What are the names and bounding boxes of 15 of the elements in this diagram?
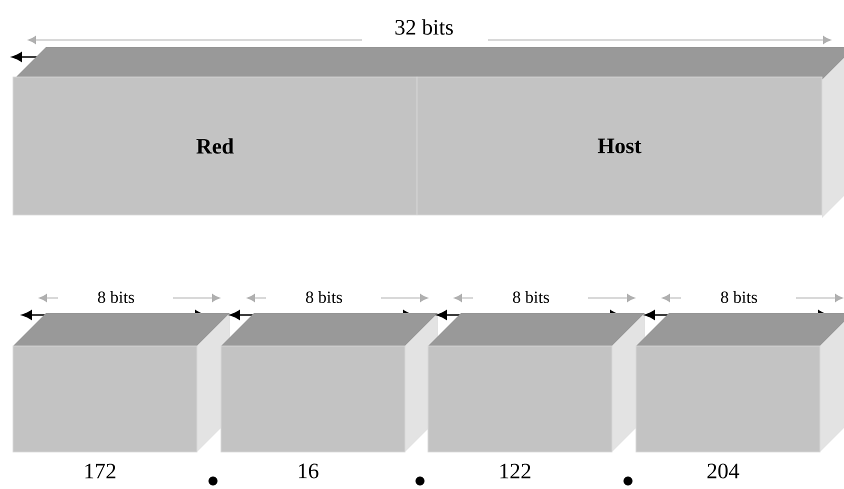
field-box: Red — [12, 76, 418, 216]
box-drawing — [12, 313, 230, 452]
octet-value: 16 — [298, 464, 318, 478]
octet-value: 172 — [85, 464, 116, 478]
box-drawing — [220, 313, 438, 452]
octet-value: 204 — [707, 464, 740, 478]
dimension-label: 8 bits — [96, 290, 136, 304]
dimension-label: 8 bits — [719, 290, 759, 304]
dimension-label: 8 bits — [304, 290, 344, 304]
octet-value: 122 — [500, 464, 530, 478]
field-box: Host — [416, 76, 822, 216]
box-drawing — [636, 313, 844, 452]
dimension-label: 8 bits — [511, 290, 551, 304]
dimension-label: 32 bits — [388, 16, 460, 38]
box-drawing — [428, 313, 645, 452]
